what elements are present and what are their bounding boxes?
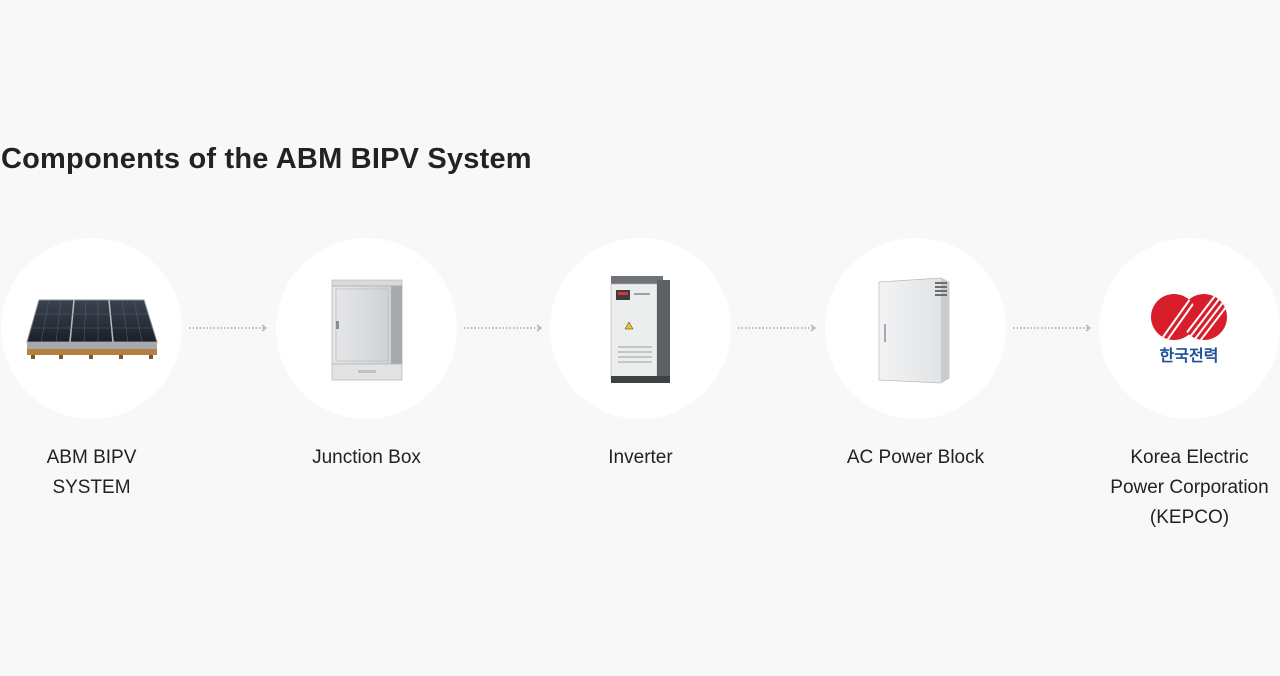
component-circle: [825, 238, 1006, 419]
inverter-icon: [610, 276, 670, 383]
kepco-logo-text: 한국전력: [1160, 346, 1219, 365]
component-node-abm-bipv: ABM BIPV SYSTEM: [1, 238, 182, 503]
component-node-ac-power-block: AC Power Block: [825, 238, 1006, 473]
ac-power-block-icon: [878, 277, 950, 384]
kepco-logo: 한국전력: [1151, 294, 1227, 365]
page-title: Components of the ABM BIPV System: [1, 143, 532, 175]
component-node-kepco: 한국전력 Korea Electric Power Corporation (K…: [1099, 238, 1280, 533]
junction-box-icon: [331, 279, 403, 381]
component-label: Korea Electric Power Corporation (KEPCO): [1110, 447, 1269, 528]
component-node-junction-box: Junction Box: [276, 238, 457, 473]
flow-arrow-icon: [1013, 324, 1091, 332]
component-label: AC Power Block: [846, 447, 985, 468]
flow-arrow-icon: [738, 324, 816, 332]
solar-panel-icon: [26, 299, 158, 359]
component-flow-diagram: ABM BIPV SYSTEM: [0, 238, 1280, 558]
component-node-inverter: Inverter: [550, 238, 731, 473]
component-label: Junction Box: [312, 447, 421, 468]
component-circle: [276, 238, 457, 419]
flow-arrow-icon: [464, 324, 542, 332]
flow-arrow-icon: [189, 324, 267, 332]
component-label: ABM BIPV SYSTEM: [46, 447, 137, 498]
component-label: Inverter: [608, 447, 673, 468]
component-circle: [1, 238, 182, 419]
component-circle: [550, 238, 731, 419]
component-circle: 한국전력: [1099, 238, 1280, 419]
